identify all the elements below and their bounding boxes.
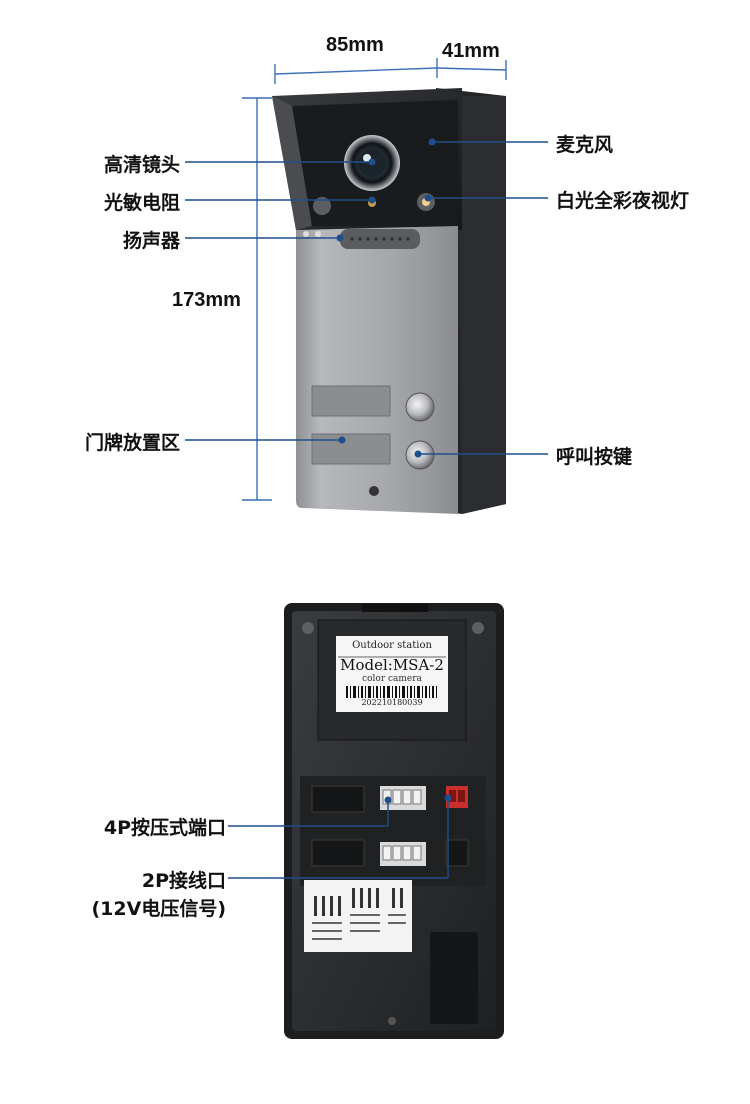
label-port-2p: 2P接线口 <box>141 870 226 892</box>
led-left <box>313 197 331 215</box>
label-port-2p-voltage: (12V电压信号) <box>91 898 226 920</box>
height-dimension: 173mm <box>172 289 241 311</box>
call-button-1 <box>405 392 435 422</box>
label-call-button: 呼叫按键 <box>556 446 633 468</box>
depth-dimension: 41mm <box>442 40 500 62</box>
back-view <box>284 603 504 1039</box>
nameplate-2 <box>311 433 391 465</box>
sticker-serial: 202210180039 <box>361 698 423 707</box>
label-microphone: 麦克风 <box>556 134 614 156</box>
label-port-4p: 4P按压式端口 <box>103 817 226 839</box>
sticker-model: Model:MSA-2 <box>340 656 444 674</box>
barcode <box>346 686 437 698</box>
sticker-line3: color camera <box>362 674 422 684</box>
label-nameplate: 门牌放置区 <box>84 432 180 454</box>
front-panel <box>296 226 458 514</box>
nameplate-1 <box>311 385 391 417</box>
screw <box>369 486 379 496</box>
label-speaker: 扬声器 <box>122 230 180 252</box>
label-lens: 高清镜头 <box>103 154 180 176</box>
back-leader-lines <box>228 798 449 879</box>
label-photoresistor: 光敏电阻 <box>103 192 180 214</box>
label-night-light: 白光全彩夜视灯 <box>556 190 690 212</box>
front-leader-lines <box>185 141 548 455</box>
dimension-lines <box>242 58 507 501</box>
width-dimension: 85mm <box>326 34 384 56</box>
sticker-line1: Outdoor station <box>352 640 432 651</box>
model-sticker <box>336 636 448 712</box>
